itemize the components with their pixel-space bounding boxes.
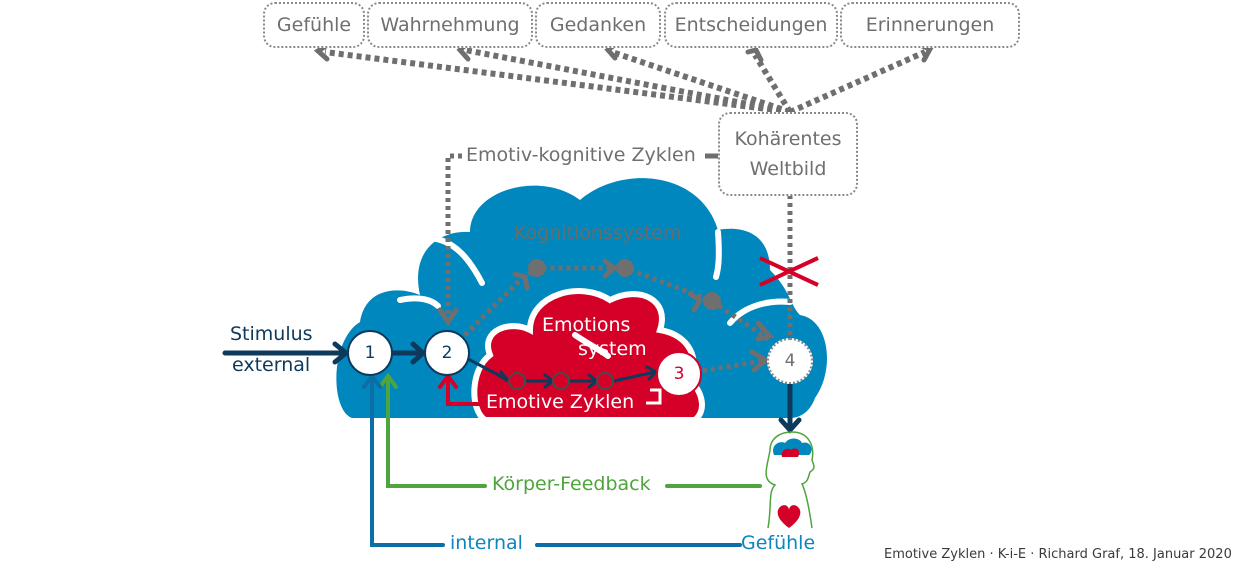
brain-cloud-icon xyxy=(773,438,812,457)
internal-line xyxy=(362,372,742,547)
emotive-chain-nodes xyxy=(508,372,614,390)
node-3: 3 xyxy=(656,351,702,397)
node-label: 3 xyxy=(673,364,685,384)
world-view-line2: Weltbild xyxy=(749,158,827,180)
external-label: external xyxy=(232,354,311,376)
node-label: 1 xyxy=(364,343,376,363)
internal-label: internal xyxy=(450,532,523,554)
output-label: Gefühle xyxy=(276,14,352,36)
footer-credit: Emotive Zyklen · K-i-E · Richard Graf, 1… xyxy=(884,547,1232,562)
stimulus-arrow xyxy=(222,341,350,365)
emotion-system-line1: Emotions xyxy=(542,314,631,336)
body-feedback-line xyxy=(378,372,762,488)
world-view-line1: Kohärentes xyxy=(734,128,842,150)
feelings-label: Gefühle xyxy=(741,532,816,554)
node-1: 1 xyxy=(347,330,393,376)
world-view-box: Kohärentes Weltbild xyxy=(718,112,858,196)
heart-icon xyxy=(777,505,801,528)
node-4: 4 xyxy=(767,338,813,384)
output-box-decisions: Entscheidungen xyxy=(664,2,838,48)
emotion-system-line2: system xyxy=(578,338,647,360)
emotive-cognitive-loop xyxy=(437,153,718,327)
stimulus-label: Stimulus xyxy=(230,323,313,345)
cognition-system-label: Kognitionssystem xyxy=(514,222,682,244)
output-label: Gedanken xyxy=(549,14,647,36)
output-label: Entscheidungen xyxy=(674,14,828,36)
person-icon xyxy=(765,431,815,529)
node4-to-person-arrow xyxy=(778,381,802,434)
output-label: Wahrnehmung xyxy=(380,14,520,36)
arrow-1-to-2 xyxy=(390,341,427,365)
cognition-nodes xyxy=(528,259,721,310)
output-box-thoughts: Gedanken xyxy=(535,2,661,48)
emotive-cycles-corner xyxy=(646,388,662,405)
node-label: 4 xyxy=(784,351,796,371)
weltbild-output-arrows xyxy=(324,47,927,115)
body-feedback-label: Körper-Feedback xyxy=(492,473,651,495)
emotive-cognitive-label: Emotiv-kognitive Zyklen xyxy=(466,144,696,166)
emotive-chain xyxy=(468,358,659,389)
cognition-path xyxy=(463,258,775,375)
output-box-feelings: Gefühle xyxy=(263,2,365,48)
node-2: 2 xyxy=(424,330,470,376)
output-box-perception: Wahrnehmung xyxy=(367,2,533,48)
node-label: 2 xyxy=(441,343,453,363)
blocked-x-icon xyxy=(759,256,819,287)
output-label: Erinnerungen xyxy=(865,14,995,36)
emotive-feedback-arrow xyxy=(438,372,482,406)
output-box-memories: Erinnerungen xyxy=(840,2,1020,48)
emotive-cycles-label: Emotive Zyklen xyxy=(486,391,635,413)
weltbild-to-node4-line xyxy=(759,195,819,338)
